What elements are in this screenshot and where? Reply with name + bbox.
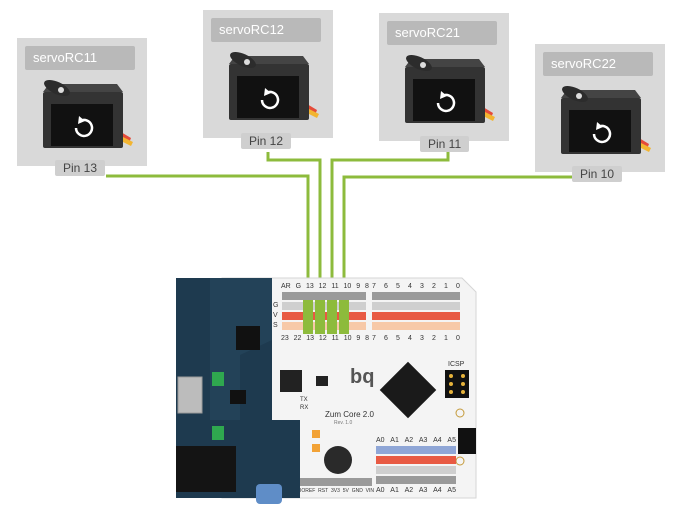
wire-pin12 (266, 152, 322, 310)
pin-number: 11 (331, 283, 339, 290)
connected-pins (303, 300, 349, 334)
board-revision: Rev. 1.0 (334, 420, 353, 426)
pin-number: AR (281, 283, 291, 290)
servo-name: servoRC22 (543, 52, 653, 76)
bottom-pin-labels-right: 7 6 5 4 3 2 1 0 (372, 335, 460, 342)
pin-number: 8 (365, 283, 369, 290)
bottom-pin-labels-left: 23 22 13 12 11 10 9 8 (281, 335, 369, 342)
analog-labels-top: A0 A1 A2 A3 A4 A5 (376, 437, 456, 444)
pin-number: 6 (384, 335, 388, 342)
pin-number: 9 (356, 335, 361, 342)
pin-number: 7 (372, 283, 376, 290)
servo-motor-icon (43, 79, 133, 148)
pin-number: 12 (318, 283, 327, 290)
header-row-s: S (273, 322, 278, 329)
analog-pin: A4 (433, 437, 442, 444)
analog-pin: A5 (447, 437, 456, 444)
pin-label: Pin 11 (420, 136, 470, 152)
header-row-g: G (273, 302, 279, 309)
icsp-label: ICSP (448, 361, 465, 368)
pin-number: 22 (293, 335, 302, 342)
analog-pin: A3 (418, 437, 428, 444)
pin-number: 1 (444, 283, 448, 290)
pin-number: 8 (365, 335, 369, 342)
pin-label: Pin 12 (241, 133, 292, 149)
power-pin: 5V (342, 488, 349, 494)
pin-number: 2 (432, 283, 436, 290)
analog-pin: A5 (447, 487, 456, 494)
digital-header-right (372, 292, 460, 330)
header-row-v: V (273, 312, 278, 319)
pin-number: 5 (396, 335, 400, 342)
analog-header (376, 446, 456, 484)
tx-label: TX (300, 397, 308, 403)
pin-number: 12 (318, 335, 327, 342)
analog-pin: A1 (390, 487, 399, 494)
pin-number: 10 (343, 283, 352, 290)
pin-number: 13 (306, 335, 315, 342)
servo-name: servoRC12 (211, 18, 321, 42)
top-pin-labels-left: AR G 13 12 11 10 9 8 (281, 283, 369, 290)
pin-number: 2 (432, 335, 436, 342)
power-pin: GND (351, 488, 363, 494)
pin-label: Pin 13 (55, 160, 106, 176)
servo-motor-icon (561, 85, 651, 154)
board-model: Zum Core 2.0 (325, 410, 374, 419)
servo-name: servoRC21 (387, 21, 497, 45)
power-pin: IOREF (300, 488, 316, 494)
servo-card-3[interactable]: servoRC21 (379, 13, 509, 141)
pin-number: 3 (420, 335, 424, 342)
rx-label: RX (300, 405, 309, 411)
wire-pin13 (106, 174, 310, 310)
power-pin: VIN (365, 488, 374, 494)
wire-pin11 (330, 150, 450, 310)
analog-pin: A0 (376, 487, 385, 494)
servo-motor-icon (229, 51, 319, 120)
top-pin-labels-right: 7 6 5 4 3 2 1 0 (372, 283, 460, 290)
power-labels: IOREF RST 3V3 5V GND VIN (300, 488, 374, 494)
servo-card-4[interactable]: servoRC22 (535, 44, 665, 172)
wire-pin10 (342, 175, 580, 310)
analog-pin: A1 (390, 437, 399, 444)
pin-number: 4 (408, 335, 412, 342)
usb-port (177, 376, 203, 414)
pin-number: 6 (384, 283, 388, 290)
icsp-header (445, 370, 469, 398)
analog-labels-bottom: A0 A1 A2 A3 A4 A5 (376, 487, 456, 494)
servo-card-2[interactable]: servoRC12 (203, 10, 333, 138)
pin-number: 9 (356, 283, 361, 290)
servo-name: servoRC11 (25, 46, 135, 70)
pin-number: 11 (331, 335, 339, 342)
power-pin: RST (318, 488, 329, 494)
pin-number: 4 (408, 283, 412, 290)
pin-number: 13 (305, 283, 314, 290)
pin-number: 7 (372, 335, 376, 342)
pin-number: 5 (396, 283, 400, 290)
servo-card-1[interactable]: servoRC11 (17, 38, 147, 166)
servo-motor-icon (405, 54, 495, 123)
pin-number: 0 (456, 335, 460, 342)
analog-pin: A4 (433, 487, 442, 494)
pin-number: 3 (420, 283, 424, 290)
pin-number: 10 (343, 335, 352, 342)
pin-number: 0 (456, 283, 460, 290)
analog-pin: A2 (404, 487, 414, 494)
power-pin: 3V3 (330, 488, 340, 494)
pin-number: 1 (444, 335, 448, 342)
pin-number: 23 (281, 335, 289, 342)
analog-pin: A2 (404, 437, 414, 444)
analog-pin: A3 (418, 487, 428, 494)
board-brand: bq (350, 366, 375, 388)
power-jack (176, 446, 236, 492)
analog-pin: A0 (376, 437, 385, 444)
pin-number: G (295, 283, 302, 290)
pin-label: Pin 10 (572, 166, 623, 182)
